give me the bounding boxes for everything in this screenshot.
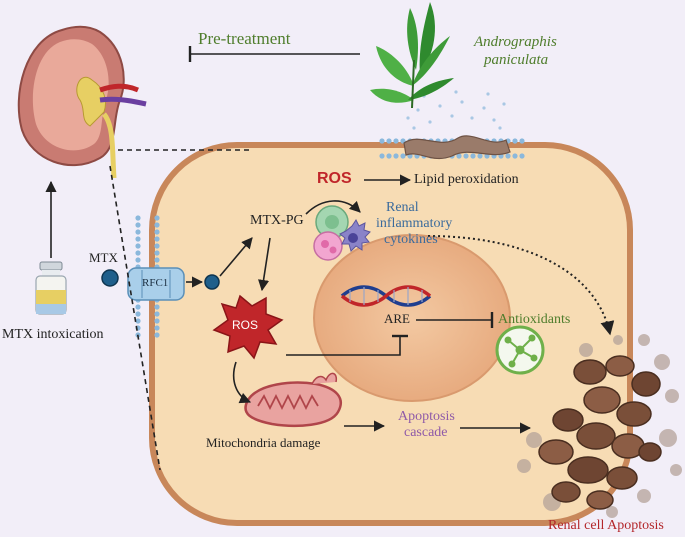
plant-name-line1: Andrographis [474, 34, 557, 50]
nucleus [313, 234, 511, 402]
mtx-intoxication-label: MTX intoxication [2, 327, 104, 342]
arrow-mtxpg-to-cytokines [305, 200, 361, 215]
mitochondria-icon [244, 372, 342, 428]
zoom-line-bottom [109, 165, 161, 471]
ros-star-icon [212, 294, 284, 360]
arrow-ros-to-mitochondria [232, 361, 252, 404]
vial-icon [35, 261, 67, 315]
antioxidants-label: Antioxidants [498, 312, 571, 327]
kidney-icon [17, 25, 147, 179]
lipid-peroxidation-label: Lipid peroxidation [414, 172, 519, 187]
pre-treatment-label: Pre-treatment [198, 29, 291, 48]
arrow-mtx-to-mtxpg [219, 237, 253, 277]
renal-cell-apoptosis-label: Renal cell Apoptosis [548, 518, 664, 533]
dna-icon [340, 285, 432, 307]
apoptosis-cascade-line2: cascade [404, 425, 448, 440]
mtx-molecule-inside [204, 274, 220, 290]
line-ros-to-are [286, 336, 401, 356]
renal-cytokines-line2: inflammatory [376, 216, 453, 231]
arrow-mtxpg-to-ros [257, 237, 271, 292]
lipid-membrane-icon [379, 90, 525, 160]
plant-icon [370, 2, 454, 109]
immune-cells-icon [313, 205, 371, 261]
membrane-transporter-icon [127, 215, 185, 338]
apoptotic-cells-icon [517, 334, 682, 518]
renal-cytokines-line1: Renal [386, 200, 419, 215]
rfc1-label: RFC1 [142, 277, 169, 289]
ros-star-label: ROS [232, 318, 259, 332]
are-label: ARE [384, 311, 410, 326]
ros-top-label: ROS [317, 170, 352, 187]
mtx-molecule-outside [101, 269, 119, 287]
apoptosis-cascade-line1: Apoptosis [398, 409, 455, 424]
mtx-pg-label: MTX-PG [250, 213, 304, 228]
mtx-label: MTX [89, 250, 118, 265]
renal-cytokines-line3: cytokines [384, 232, 438, 247]
antioxidant-molecule-icon [495, 325, 545, 375]
plant-name-line2: paniculata [484, 52, 549, 68]
mitochondria-damage-label: Mitochondria damage [206, 435, 321, 450]
